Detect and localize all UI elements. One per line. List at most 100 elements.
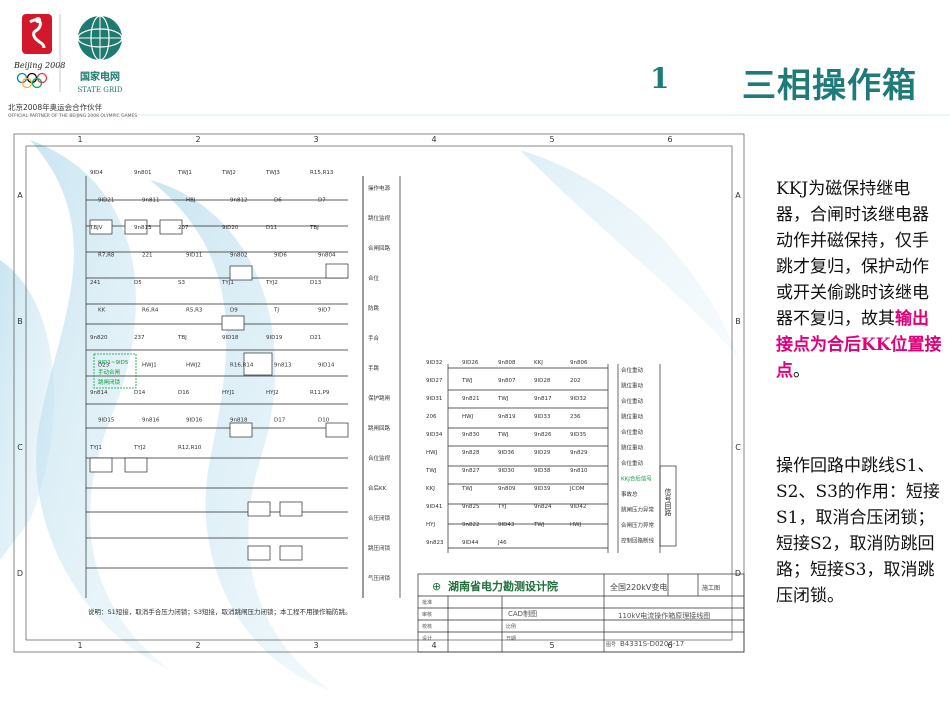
signal-component-label: HWJ <box>462 414 474 420</box>
signal-label: 合位重动 <box>621 366 644 374</box>
signal-component-label: 9ID29 <box>534 450 551 456</box>
function-label: 合后KK <box>368 484 387 492</box>
signal-component-label: 236 <box>570 414 581 420</box>
signal-label: 跳闸压力异常 <box>621 506 655 514</box>
component-label: D9 <box>230 308 238 314</box>
component-label: TYJ1 <box>89 445 102 451</box>
function-label: 防跳 <box>368 304 380 312</box>
partner-caption: 北京2008年奥运会合作伙伴 OFFICIAL PARTNER OF THE B… <box>8 102 137 119</box>
component-label: 207 <box>178 225 189 231</box>
component-label: R6,R4 <box>142 308 159 314</box>
column-number: 1 <box>77 135 82 144</box>
component-label: 9ID6 <box>274 253 287 259</box>
row-letter: C <box>735 443 741 452</box>
component-label: KK <box>98 308 106 314</box>
row-letter: A <box>17 191 23 200</box>
component-label: D16 <box>178 390 190 396</box>
signal-vertical-label: 信号回路 <box>664 487 672 517</box>
component-label: TBJ <box>177 335 187 341</box>
signal-component-label: TWJ <box>425 468 437 474</box>
signal-component-label: 9ID32 <box>570 396 586 402</box>
component-label: 9ID21 <box>98 198 114 204</box>
signal-label: 跳位重动 <box>621 382 644 390</box>
component-label: HYJ1 <box>222 390 235 396</box>
component-label: 9ID18 <box>222 335 239 341</box>
circuit-wiring <box>85 176 609 598</box>
para1-highlight: 输出接点为合后KK位置接点 <box>776 309 942 381</box>
row-letter: B <box>735 317 741 326</box>
tb-row-design: 设计 <box>422 635 432 642</box>
column-number: 5 <box>549 135 554 144</box>
signal-component-label: 9ID28 <box>534 378 551 384</box>
function-label: 合位 <box>368 274 380 282</box>
signal-component-label: 9n826 <box>534 432 552 438</box>
signal-component-label: 206 <box>426 414 437 420</box>
signal-component-label: 202 <box>570 378 581 384</box>
row-letter: D <box>17 569 23 578</box>
component-label: D6 <box>274 198 282 204</box>
signal-component-label: JCOM <box>569 486 585 492</box>
signal-component-label: 9n807 <box>498 378 516 384</box>
drawing-number: B4331S-D0204-17 <box>620 640 684 648</box>
manual-close-box <box>93 353 137 389</box>
signal-component-label: J46 <box>497 540 507 546</box>
logo-graphics: Beijing 2008 国家电网 STATE GRID <box>8 8 148 104</box>
column-number: 4 <box>431 135 436 144</box>
function-label: 保护跳闸 <box>368 394 390 402</box>
signal-component-label: 9ID34 <box>426 432 443 438</box>
component-label: R7,R8 <box>98 253 115 259</box>
logo-area: Beijing 2008 国家电网 STATE GRID <box>8 8 148 120</box>
component-label: 9n804 <box>318 253 336 259</box>
component-label: TYJ2 <box>133 445 146 451</box>
component-label: 9ID20 <box>222 225 239 231</box>
para1-end: 。 <box>793 361 810 381</box>
title-block-text: ⊕ 湖南省电力勘测设计院 全国220kV变电 施工图 CAD制图 110kV电流… <box>422 579 720 648</box>
component-label: TWJ3 <box>265 170 280 176</box>
tb-row-check: 校核 <box>422 623 432 630</box>
partner-cn: 北京2008年奥运会合作伙伴 <box>8 103 103 112</box>
para1-text: KKJ为磁保持继电器，合闸时该继电器动作并磁保持，仅手跳才复归，保护动作或开关偷… <box>776 179 929 329</box>
column-number: 5 <box>549 641 554 650</box>
function-label: 跳位监视 <box>368 214 391 222</box>
signal-component-label: 9ID26 <box>462 360 479 366</box>
column-number: 6 <box>667 135 672 144</box>
component-label: R15,R13 <box>310 170 334 176</box>
function-label: 手跳 <box>368 364 380 372</box>
signal-component-label: 9ID38 <box>534 468 551 474</box>
signal-label: 事故总 <box>621 490 638 498</box>
signal-component-label: KKJ <box>534 360 543 366</box>
signal-label: 控制回路断线 <box>621 537 655 545</box>
signal-component-label: 9n808 <box>498 360 516 366</box>
signal-label: KKJ合后信号 <box>621 475 652 483</box>
function-label: 合压闭锁 <box>368 514 391 522</box>
component-label: 237 <box>134 335 145 341</box>
signal-component-label: 9ID30 <box>498 468 515 474</box>
tb-date: 日期 <box>506 636 516 642</box>
component-label: 9ID19 <box>266 335 283 341</box>
signal-component-label: 9n809 <box>498 486 516 492</box>
component-label: HYJ2 <box>266 390 279 396</box>
signal-component-label: KKJ <box>426 486 435 492</box>
signal-component-label: 9ID33 <box>534 414 551 420</box>
paragraph-kkj: KKJ为磁保持继电器，合闸时该继电器动作并磁保持，仅手跳才复归，保护动作或开关偷… <box>776 176 944 384</box>
beijing-text: Beijing 2008 <box>13 61 65 70</box>
signal-component-label: 9ID27 <box>426 378 443 384</box>
signal-label: 合闸压力异常 <box>621 521 655 529</box>
signal-component-label: 9n830 <box>462 432 480 438</box>
project-name: 全国220kV变电 <box>610 582 667 592</box>
olympic-emblem-icon <box>22 14 52 54</box>
component-label: D11 <box>266 225 277 231</box>
component-label: 9ID14 <box>318 363 335 369</box>
drawing-name: 110kV电流操作箱原理接线图 <box>618 611 710 620</box>
component-label: R11,P9 <box>310 390 330 396</box>
function-labels: 操作电源跳位监视合闸回路合位防跳手合手跳保护跳闸跳闸回路合位监视合后KK合压闭锁… <box>368 184 391 582</box>
column-number: 2 <box>195 641 200 650</box>
function-label: 合闸回路 <box>368 244 391 252</box>
column-number: 3 <box>313 641 318 650</box>
function-label: 跳闸回路 <box>368 424 391 432</box>
signal-component-label: 9n824 <box>534 504 552 510</box>
function-label: 气压闭锁 <box>368 574 391 582</box>
title-number: 1 <box>650 62 670 95</box>
